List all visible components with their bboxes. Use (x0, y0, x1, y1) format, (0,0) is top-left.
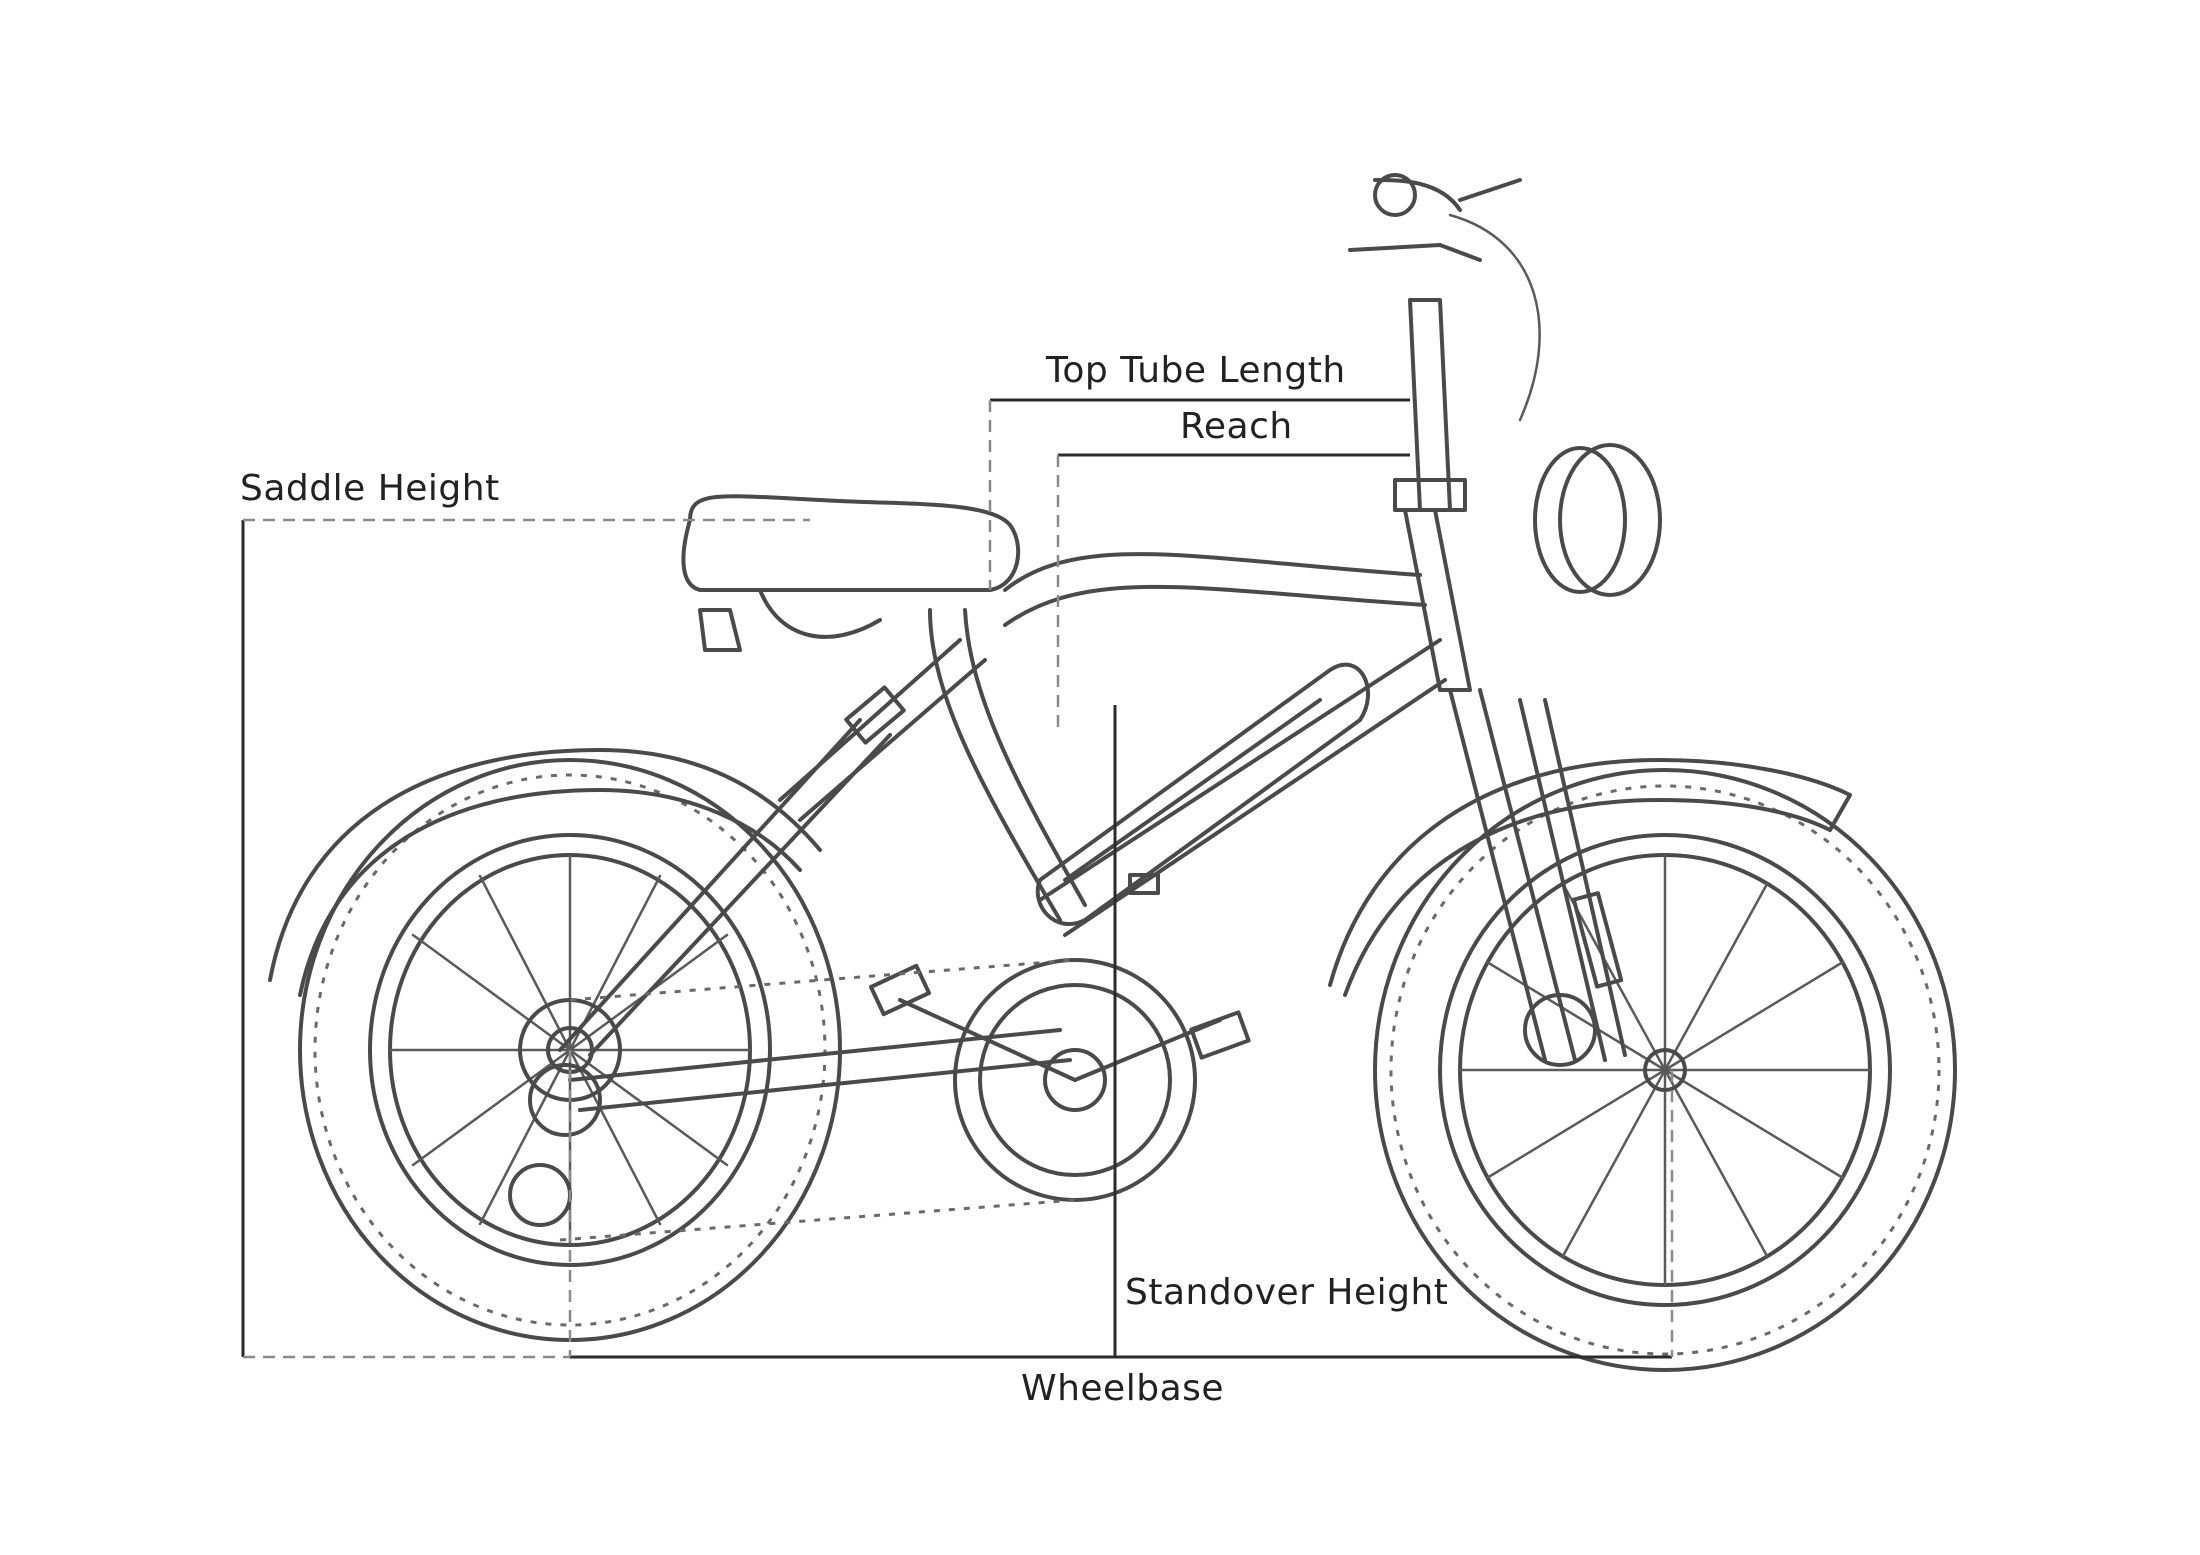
standover-height-label: Standover Height (1125, 1272, 1449, 1313)
fenders (268, 748, 1852, 997)
dimension-lines (241, 398, 1674, 1359)
wheelbase-label: Wheelbase (1021, 1368, 1225, 1409)
rear-spokes (388, 854, 752, 1246)
fork-and-handlebar (1348, 173, 1662, 1062)
front-spokes (1458, 853, 1872, 1287)
saddle (681, 494, 1021, 652)
drivetrain (508, 958, 1251, 1242)
battery (1035, 662, 1371, 926)
top-tube-length-label: Top Tube Length (1046, 350, 1346, 391)
front-wheel (1373, 768, 1957, 1372)
reach-label: Reach (1180, 406, 1293, 447)
saddle-height-label: Saddle Height (240, 468, 500, 509)
